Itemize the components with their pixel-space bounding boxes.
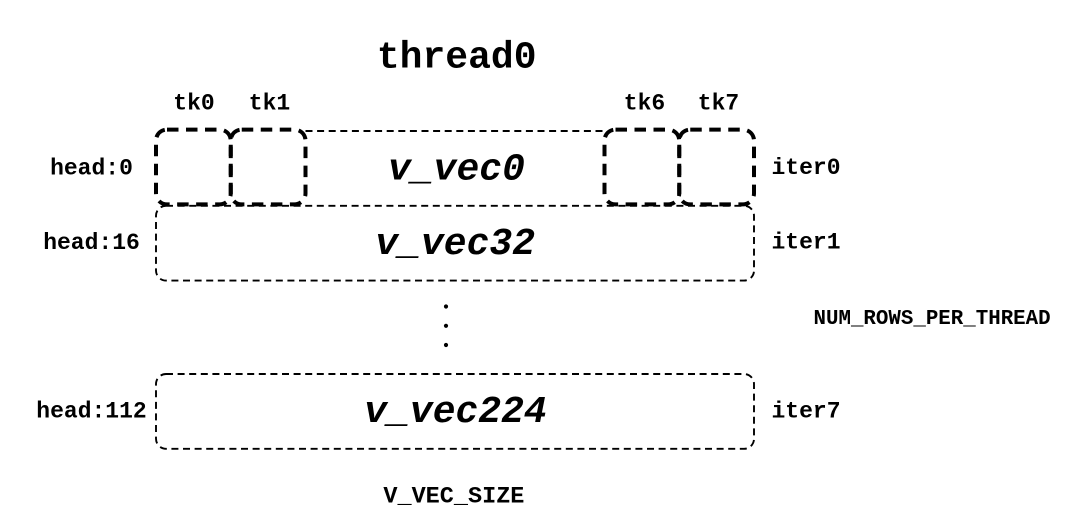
svg-text:v_vec224: v_vec224 <box>364 391 546 434</box>
svg-text:NUM_ROWS_PER_THREAD: NUM_ROWS_PER_THREAD <box>814 308 1051 331</box>
svg-text:tk7: tk7 <box>698 91 739 117</box>
svg-text:iter0: iter0 <box>772 155 841 181</box>
svg-text:v_vec32: v_vec32 <box>375 223 535 266</box>
svg-text:head:112: head:112 <box>36 398 146 424</box>
svg-text:iter7: iter7 <box>772 398 841 424</box>
svg-text:iter1: iter1 <box>772 230 841 256</box>
svg-text:V_VEC_SIZE: V_VEC_SIZE <box>383 484 524 511</box>
svg-text:tk0: tk0 <box>173 91 214 117</box>
svg-text:head:0: head:0 <box>50 155 133 181</box>
svg-text:tk6: tk6 <box>624 91 665 117</box>
svg-text:v_vec0: v_vec0 <box>388 149 525 192</box>
svg-text:thread0: thread0 <box>377 37 537 80</box>
svg-text:tk1: tk1 <box>249 91 290 117</box>
svg-text:head:16: head:16 <box>43 230 140 256</box>
